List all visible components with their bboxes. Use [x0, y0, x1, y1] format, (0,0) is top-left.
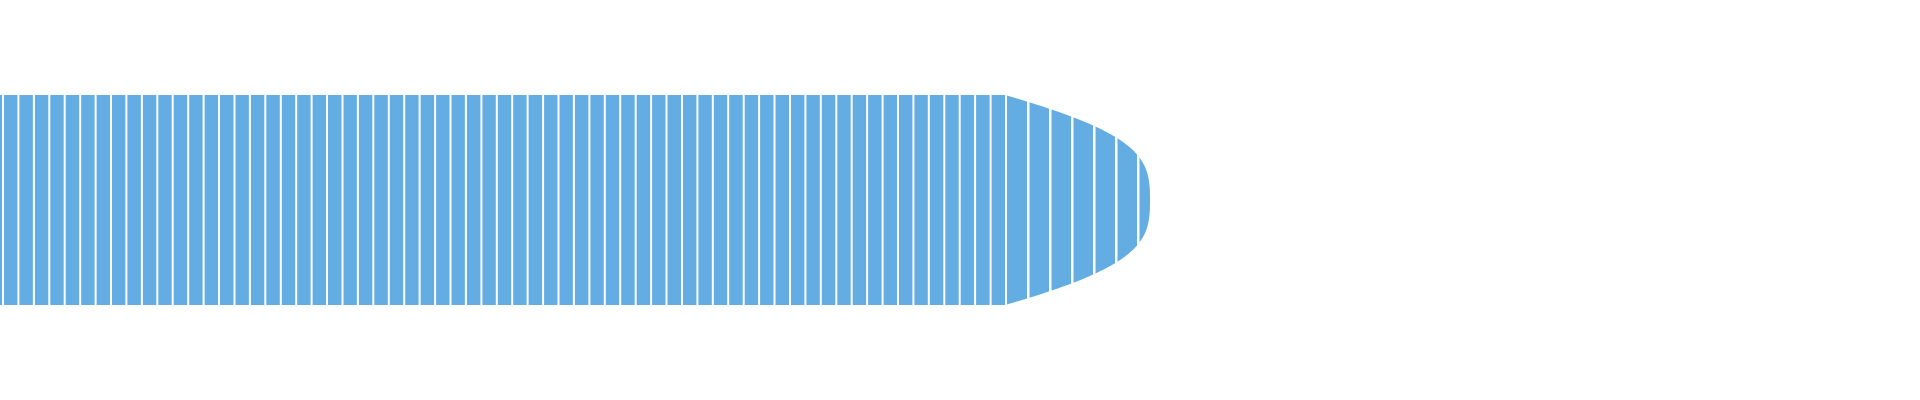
stripe — [372, 95, 375, 305]
stripe — [650, 95, 653, 305]
cap-stripe — [1181, 90, 1184, 310]
stripe — [63, 95, 66, 305]
cap-stripe — [1137, 95, 1140, 305]
cap-stripe — [1093, 95, 1096, 305]
capsule-body — [0, 95, 1150, 305]
stripe — [897, 95, 899, 305]
stripe — [866, 95, 869, 305]
stripe — [387, 95, 390, 305]
stripe — [341, 95, 344, 305]
stripe — [480, 95, 483, 305]
stripe — [804, 95, 807, 305]
stripe — [881, 95, 884, 305]
stripe — [326, 95, 328, 305]
stripe — [1005, 95, 1007, 305]
stripe — [665, 95, 668, 305]
stripe — [727, 95, 730, 305]
stripe — [264, 95, 267, 305]
stripe — [403, 95, 406, 305]
stripe — [912, 95, 915, 305]
stripe — [94, 95, 97, 305]
stripe — [418, 95, 421, 305]
cap-stripe — [1027, 95, 1030, 305]
cap-stripe — [1115, 95, 1118, 305]
stripe — [511, 95, 514, 305]
stripe — [634, 95, 637, 305]
stripe — [974, 95, 977, 305]
stripe — [557, 95, 560, 305]
stripe — [248, 95, 251, 305]
stripe — [526, 95, 529, 305]
stripe — [989, 95, 992, 305]
stripe — [218, 95, 220, 305]
stripe — [110, 95, 112, 305]
stripe — [449, 95, 452, 305]
stripe — [495, 95, 498, 305]
stripe — [758, 95, 761, 305]
stripe — [434, 95, 437, 305]
stripe — [156, 95, 159, 305]
cap-stripe — [1159, 90, 1162, 310]
stripe — [711, 95, 714, 305]
stripe — [943, 95, 946, 305]
stripe — [927, 95, 930, 305]
stripe — [464, 95, 467, 305]
stripe — [140, 95, 143, 305]
stripe — [171, 95, 174, 305]
stripe-group — [2, 90, 1184, 310]
stripe — [789, 95, 791, 305]
stripe — [2, 95, 4, 305]
stripe — [773, 95, 776, 305]
stripe — [187, 95, 190, 305]
stripe — [32, 95, 35, 305]
stripe — [233, 95, 236, 305]
stripe — [17, 95, 20, 305]
stripe — [619, 95, 622, 305]
cap-stripe — [1049, 95, 1052, 305]
stripe — [279, 95, 282, 305]
stripe — [819, 95, 822, 305]
stripe — [79, 95, 82, 305]
stripe — [542, 95, 545, 305]
stripe — [572, 95, 575, 305]
stripe — [958, 95, 961, 305]
stripe — [202, 95, 205, 305]
stripe — [310, 95, 313, 305]
stripe — [696, 95, 699, 305]
stripe — [356, 95, 359, 305]
stripe — [588, 95, 591, 305]
stripe — [835, 95, 838, 305]
stripe — [742, 95, 745, 305]
stripe — [295, 95, 298, 305]
stripe — [48, 95, 51, 305]
stripe — [125, 95, 128, 305]
stripe — [603, 95, 606, 305]
stripe — [681, 95, 683, 305]
stripe — [850, 95, 853, 305]
cap-stripe — [1071, 95, 1074, 305]
